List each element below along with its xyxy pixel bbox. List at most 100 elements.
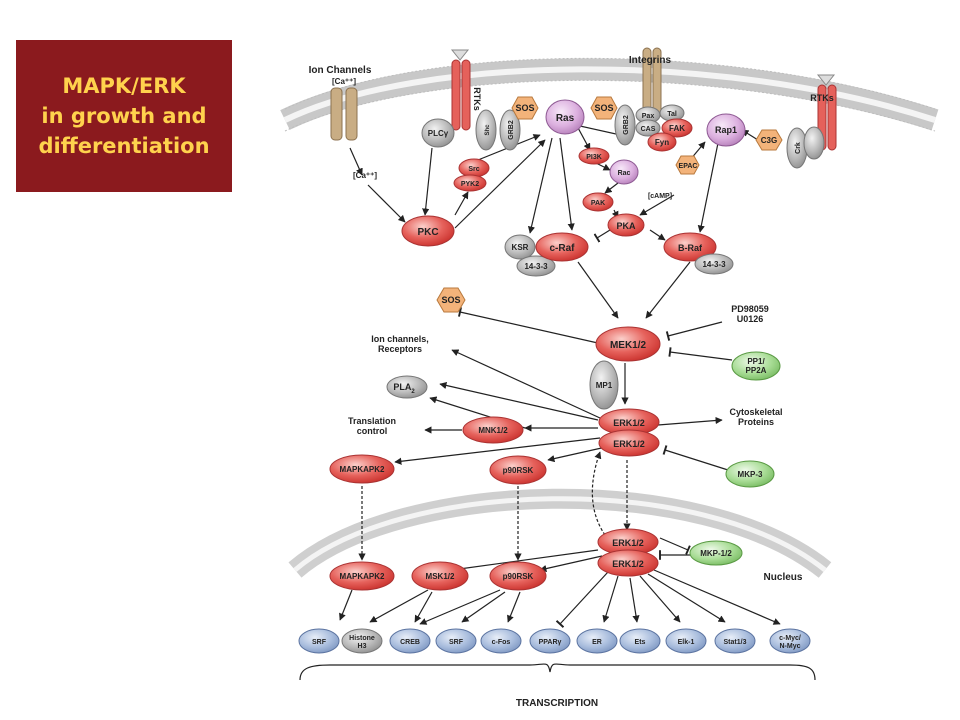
pla2-label: PLA2 [393,382,415,395]
p1433-left-node [516,255,556,277]
pla2-subscript: 2 [411,389,415,395]
fak-label: FAK [669,124,685,133]
grb2-left-node [499,109,521,151]
tf-label: c-Fos [492,639,511,646]
src-label: Src [468,166,479,173]
c3g-label: C3G [761,136,777,145]
camp-label: [cAMP] [648,193,672,200]
tf-label: c-Myc/ [779,635,801,642]
ca-top-label: [Ca⁺⁺] [332,77,356,86]
pka-label: PKA [616,221,636,231]
ksr-label: KSR [512,243,529,252]
mp1-node [589,360,619,410]
tf-label: Ets [635,639,646,646]
crk-label: Crk [795,142,802,154]
crk-domain-node [803,126,825,160]
ion-channels-label: Ion Channels [309,65,372,76]
nuclear-membrane [288,488,832,578]
sos-left-label: SOS [515,103,534,113]
sos-right-node [590,96,618,120]
plasma-membrane [280,57,939,132]
tf-node [480,628,522,654]
plcg-node [421,118,455,148]
braf-node [663,232,717,262]
pyk2-label: PYK2 [461,181,479,188]
p1433-right-label: 14-3-3 [702,260,726,269]
sos-feedback-node [436,287,466,313]
pla2-main: PLA [393,382,412,392]
pi3k-label: PI3K [586,154,602,161]
epac-node [675,155,700,175]
sos-right-label: SOS [594,103,613,113]
tf-label: SRF [312,639,327,646]
mnk-label: MNK1/2 [478,426,508,435]
tf-label: CREB [400,639,420,646]
pyk2-node [453,174,487,192]
mapkapk2-top-node [329,454,395,484]
cas-node [635,119,661,137]
p90rsk-nuc-label: p90RSK [503,572,534,581]
mnk-node [462,416,524,444]
cytoskeletal-label-2: Proteins [738,417,774,427]
craf-node [535,232,589,262]
tf-label: Elk-1 [678,639,695,646]
erk-a-label: ERK1/2 [613,418,645,428]
tf-label: Histone [349,635,375,642]
sos-left-node [511,96,539,120]
tf-label: SRF [449,639,464,646]
sos-feedback-label: SOS [441,295,460,305]
shc-node [475,109,497,151]
title-line-3: differentiation [38,134,210,158]
p1433-left-label: 14-3-3 [524,262,548,271]
p90rsk-top-label: p90RSK [503,466,534,475]
rap1-label: Rap1 [715,125,737,135]
grb2-left-label: GRB2 [508,120,515,140]
ion-receptors-label-2: Receptors [378,344,422,354]
rac-label: Rac [618,170,631,177]
tf-node [714,628,756,654]
pathway-edges [299,125,816,681]
msk-node [411,561,469,591]
erk-nuc-a-label: ERK1/2 [612,538,644,548]
fak-node [661,118,693,138]
tf-node [665,628,707,654]
tf-node [341,628,383,654]
integrins-label: Integrins [629,55,672,66]
mkp3-node [725,460,775,488]
rtk-receptor-left [450,49,471,131]
transcription-label: TRANSCRIPTION [516,698,598,709]
erk-b-label: ERK1/2 [613,439,645,449]
ca-bottom-label: [Ca⁺⁺] [353,171,377,180]
mek-label: MEK1/2 [610,340,647,351]
erk-nuc-b-label: ERK1/2 [612,559,644,569]
pp1-pp2a-node [731,351,781,381]
pax-label: Pax [642,113,655,120]
u0126-label: U0126 [737,314,764,324]
grb2-right-node [614,104,636,146]
mapkapk2-nuc-label: MAPKAPK2 [340,572,385,581]
tf-node [576,628,618,654]
fyn-node [647,132,677,152]
p90rsk-nuc-node [489,561,547,591]
translation-label-1: Translation [348,416,396,426]
tf-node [435,628,477,654]
pla2-node [386,375,428,399]
pkc-label: PKC [417,227,438,238]
tf-node [389,628,431,654]
pi3k-node [578,147,610,165]
mkp3-label: MKP-3 [738,470,763,479]
p1433-right-node [694,253,734,275]
ksr-node [504,234,536,260]
ion-channel [330,87,358,141]
cas-label: CAS [641,126,656,133]
tf-label-line2: N-Myc [779,643,800,650]
fyn-label: Fyn [655,138,669,147]
pka-node [607,213,645,237]
mapkapk2-top-label: MAPKAPK2 [340,465,385,474]
ras-label: Ras [556,113,575,124]
tf-node [619,628,661,654]
rtks-right-label: RTKs [810,93,834,103]
tf-label: PPARγ [539,639,562,646]
tf-label: ER [592,639,602,646]
